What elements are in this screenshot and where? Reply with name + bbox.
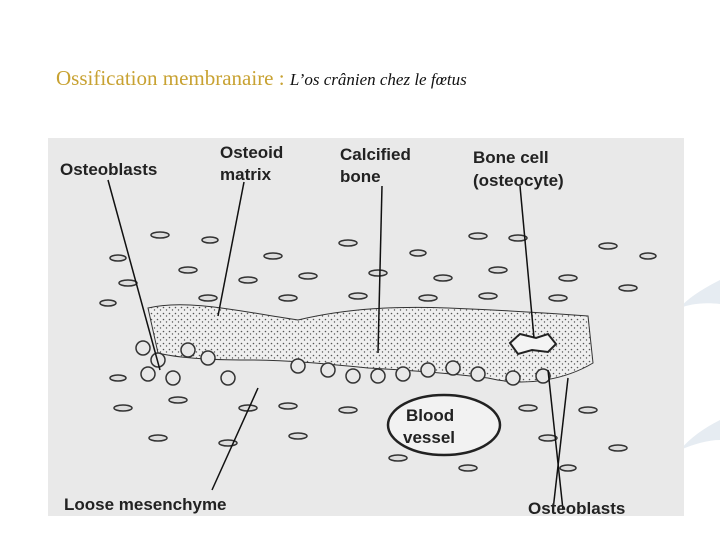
label-osteoblasts-bottom: Osteoblasts — [528, 499, 625, 516]
label-calcified-bone-line2: bone — [340, 167, 381, 186]
label-bone-cell-line1: Bone cell — [473, 148, 549, 167]
decorative-swoosh — [680, 280, 720, 450]
label-calcified-bone-line1: Calcified — [340, 145, 411, 164]
label-blood-vessel-line2: vessel — [403, 428, 455, 447]
title-subtitle: L’os crânien chez le fœtus — [289, 70, 467, 89]
label-osteoid-matrix-line2: matrix — [220, 165, 272, 184]
label-loose-mesenchyme: Loose mesenchyme — [64, 495, 227, 514]
blood-vessel — [386, 393, 502, 457]
label-osteoid-matrix-line1: Osteoid — [220, 143, 283, 162]
osteocyte-cell — [508, 332, 558, 356]
calcified-bone-band — [147, 304, 594, 383]
label-bone-cell-line2: (osteocyte) — [473, 171, 564, 190]
histology-diagram: Osteoblasts Osteoid matrix Calcified bon… — [60, 143, 657, 516]
bone-histology-figure: Osteoblasts Osteoid matrix Calcified bon… — [48, 138, 684, 516]
leader-lines — [107, 179, 569, 511]
title-main: Ossification membranaire : — [56, 66, 285, 90]
mesenchyme-cells — [99, 231, 657, 472]
label-osteoblasts-top: Osteoblasts — [60, 160, 157, 179]
slide-title: Ossification membranaire : L’os crânien … — [56, 64, 467, 94]
label-blood-vessel-line1: Blood — [406, 406, 454, 425]
osteoblast-cells — [135, 340, 551, 386]
